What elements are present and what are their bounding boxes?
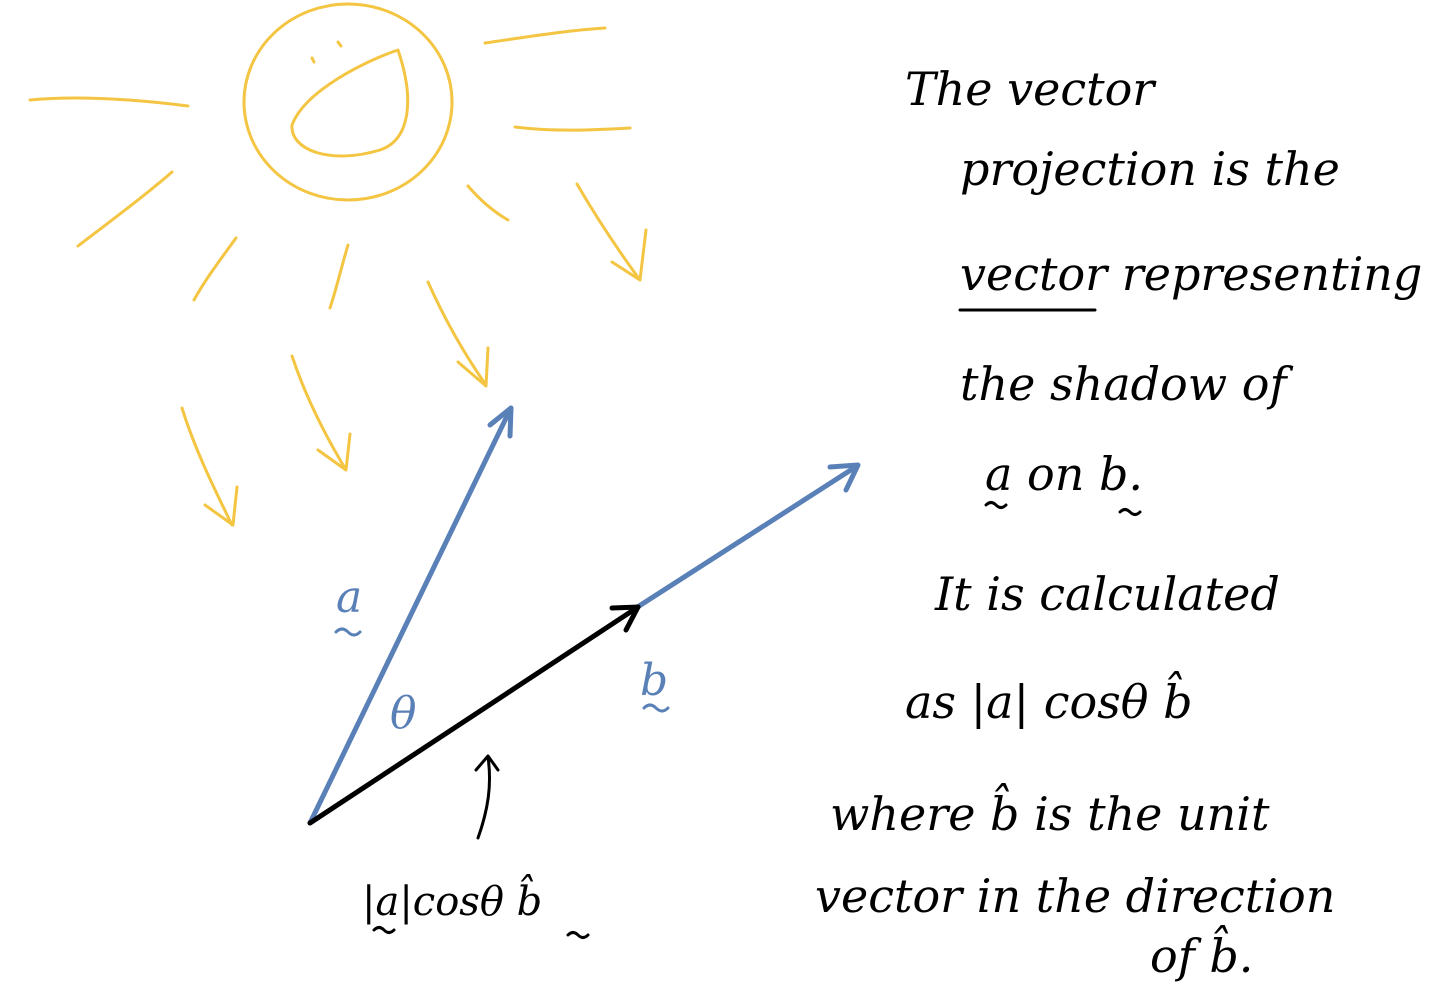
vector-b-tilde: [642, 703, 670, 713]
note-line-1: The vector: [905, 62, 1157, 116]
sun-ray-2: [483, 26, 607, 45]
explanation-note: The vector projection is the vector repr…: [815, 62, 1422, 983]
projection-formula-label: |a|cosθ b̂: [362, 875, 542, 925]
note-line-2: projection is the: [960, 142, 1340, 196]
projection-vector: [307, 604, 641, 826]
sun-eye-right: [336, 40, 343, 48]
note-line-4: the shadow of: [960, 357, 1293, 411]
sun-face: [242, 2, 454, 202]
sun-mouth: [290, 48, 410, 158]
note-line-7: as |a| cosθ b̂: [905, 670, 1193, 729]
vector-b-arrowhead: [827, 462, 861, 493]
note-line-8: where b̂ is the unit: [830, 782, 1270, 841]
sun-arrow-1: [180, 406, 239, 527]
vector-a-tilde: [334, 627, 362, 637]
pointer-arrow: [474, 754, 500, 840]
vector-b: [633, 462, 861, 611]
vector-a-label: a: [336, 572, 362, 623]
sun-drawing: [28, 2, 648, 527]
note-tilde-b: [1118, 508, 1142, 516]
note-line-10: of b̂.: [1150, 924, 1253, 983]
sun-ray-5: [192, 236, 238, 302]
projection-formula-tilde-a: [372, 926, 396, 934]
sun-eye-left: [310, 56, 316, 64]
sun-ray-7: [466, 184, 510, 222]
vector-b-label: b: [640, 655, 668, 706]
note-line-3: vector representing: [960, 247, 1422, 301]
sun-arrow-3: [426, 280, 490, 388]
note-line-9: vector in the direction: [815, 869, 1335, 923]
sun-arrow-2: [290, 354, 352, 472]
sun-arrow-4: [575, 182, 648, 282]
vector-a: [307, 405, 514, 826]
projection-arrowhead: [609, 604, 641, 633]
sun-ray-6: [328, 243, 350, 310]
sun-ray-1: [28, 96, 190, 108]
note-line-5: a on b.: [985, 447, 1143, 501]
projection-formula-tilde-b: [566, 931, 590, 939]
projection-line: [307, 604, 641, 826]
note-tilde-a: [984, 501, 1008, 509]
note-line-6: It is calculated: [934, 567, 1280, 621]
vector-b-line: [633, 463, 860, 611]
angle-theta-label: θ: [390, 688, 417, 739]
vector-a-line: [307, 407, 513, 826]
sun-ray-3: [513, 125, 632, 132]
vector-a-arrowhead: [487, 405, 514, 439]
sun-ray-4: [76, 170, 174, 248]
